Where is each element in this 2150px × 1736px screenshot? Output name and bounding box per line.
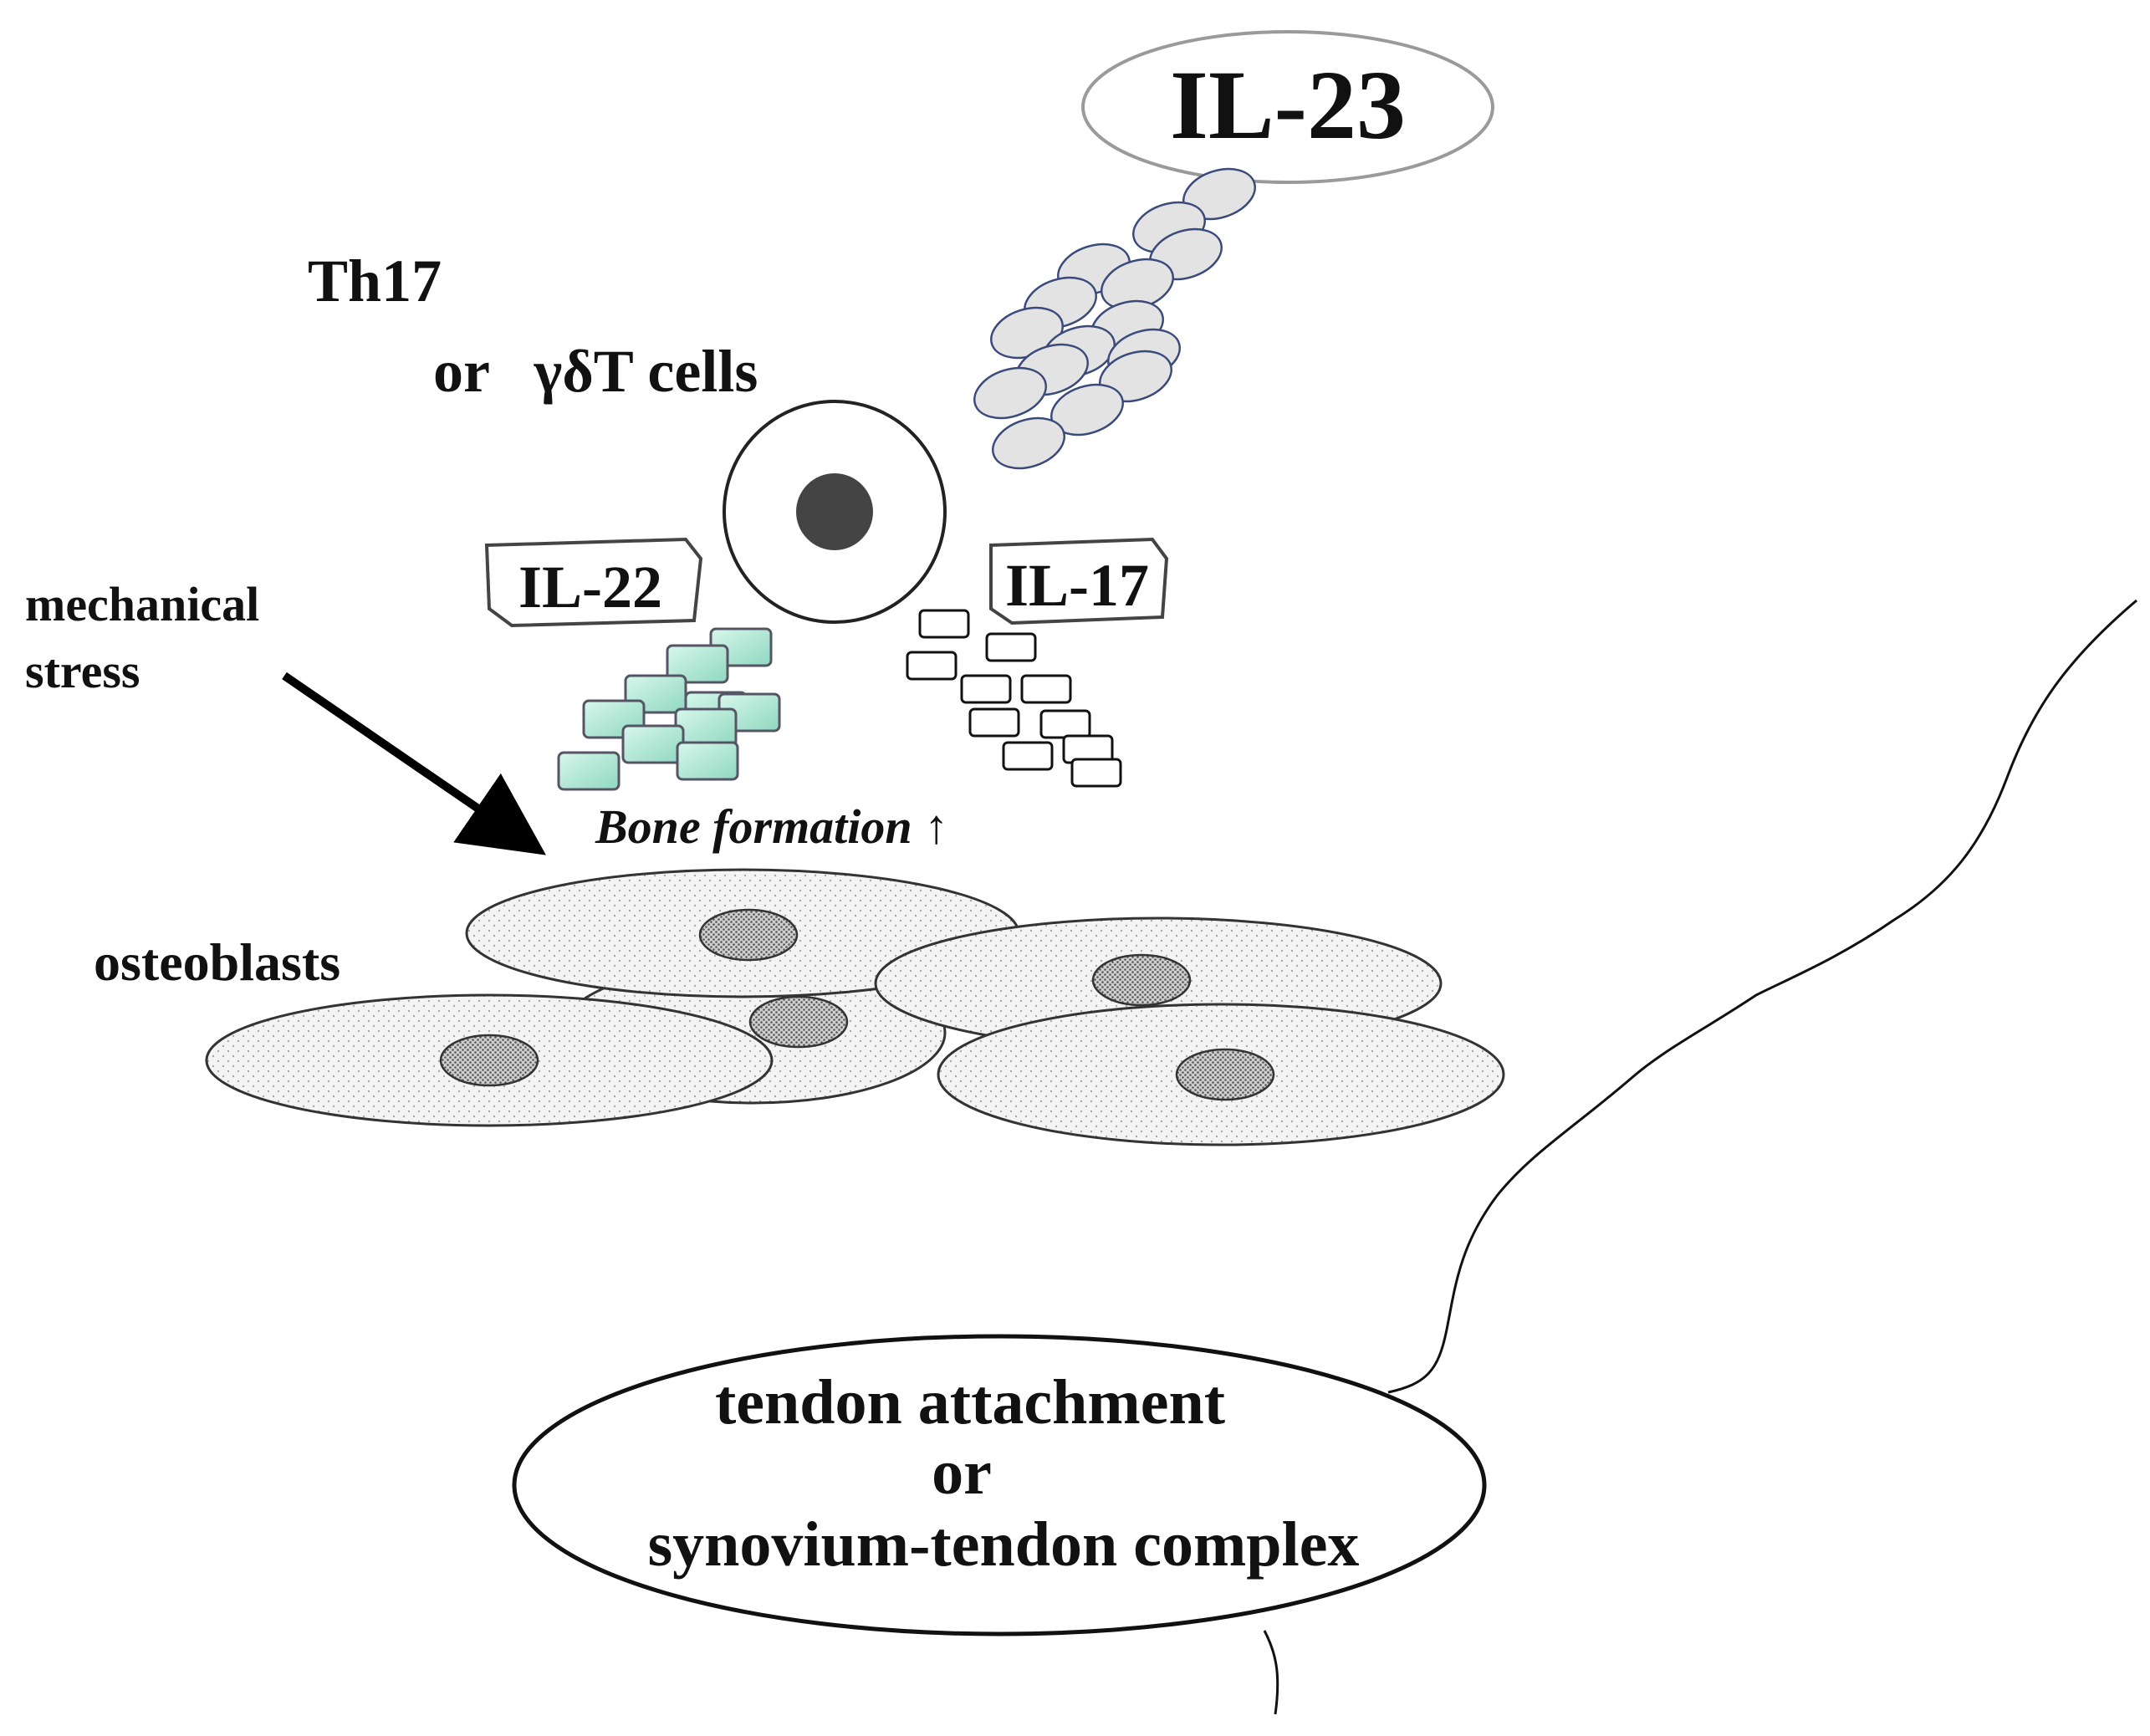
stress-arrow <box>282 671 546 855</box>
il22-particle <box>666 644 729 684</box>
il23-particle <box>973 366 1047 420</box>
il17-label: IL-17 <box>1005 552 1149 619</box>
tendon-or-label: or <box>932 1437 992 1508</box>
il22-particle <box>621 724 685 764</box>
synovium-tendon-label: synovium-tendon complex <box>648 1509 1360 1580</box>
il17-particle <box>906 651 958 681</box>
il22-label: IL-22 <box>518 554 662 620</box>
il23-label: IL-23 <box>1170 50 1406 160</box>
osteoblast-nucleus <box>1175 1048 1275 1101</box>
il22-particle <box>557 751 620 791</box>
mechanical-label: mechanical <box>25 577 259 631</box>
il23-bubble: IL-23 <box>1081 30 1494 184</box>
bone-formation-label: Bone formation ↑ <box>595 799 948 854</box>
osteoblast-nucleus <box>748 995 849 1049</box>
il17-particle <box>918 609 970 639</box>
il17-particles <box>906 609 1122 788</box>
gdt-cells-label: or γδT cells <box>433 338 758 405</box>
il22-particles <box>557 627 781 791</box>
il17-particle <box>1070 758 1122 788</box>
il22-box: IL-22 <box>484 537 703 628</box>
il17-particle <box>960 674 1012 704</box>
th17-label: Th17 <box>308 248 442 314</box>
tissue-boundary-line <box>1387 599 2137 1394</box>
il17-particle <box>1002 741 1054 771</box>
t-cell-nucleus <box>796 473 873 550</box>
il17-particle <box>1020 674 1072 704</box>
il23-particle <box>992 416 1065 470</box>
il17-particle <box>968 707 1020 738</box>
tissue-boundary-tail <box>1263 1630 1279 1715</box>
osteoblast-nucleus <box>439 1034 539 1087</box>
il23-particles <box>973 167 1256 470</box>
osteoblast-cells <box>205 868 1505 1146</box>
stress-label: stress <box>25 644 140 698</box>
t-cell <box>723 400 947 624</box>
il22-particle <box>676 741 739 781</box>
osteoblast-nucleus <box>698 908 799 962</box>
osteoblast-nucleus <box>1091 953 1192 1007</box>
il17-particle <box>985 632 1037 662</box>
osteoblasts-label: osteoblasts <box>94 932 340 992</box>
tendon-ellipse: tendon attachment or synovium-tendon com… <box>512 1334 1487 1636</box>
tendon-attachment-label: tendon attachment <box>715 1367 1225 1437</box>
il17-box: IL-17 <box>989 537 1169 625</box>
il22-particle <box>674 707 738 748</box>
il17-particle <box>1039 709 1091 739</box>
